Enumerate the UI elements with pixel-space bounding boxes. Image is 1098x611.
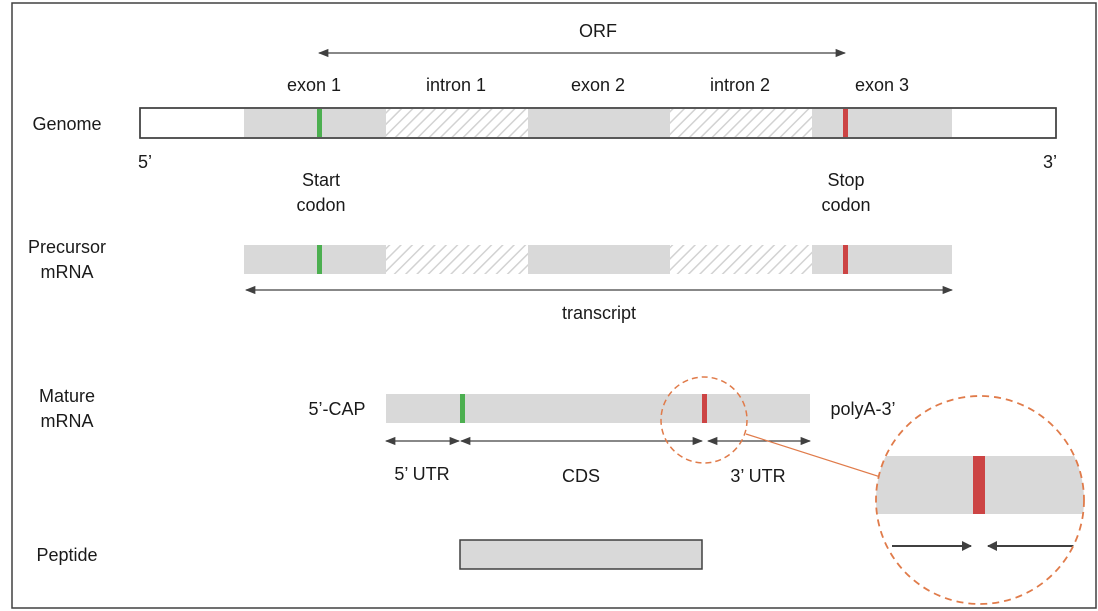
genome-exon-2 [528,109,670,137]
orf-label: ORF [579,21,617,41]
exon-2-label: exon 2 [571,75,625,95]
precursor-intron-1 [386,245,528,274]
zoom-circle-outline [875,395,1085,605]
mature-start-codon [460,394,465,423]
genome-intron-1 [386,109,528,137]
genome-intron-2 [670,109,812,137]
intron-2-label: intron 2 [710,75,770,95]
zoom-stop-codon [973,456,985,514]
utr3-label: 3’ UTR [730,466,785,486]
genome-stop-codon [843,109,848,137]
mature-track [386,394,810,423]
start-codon-label-line1: Start [302,170,340,190]
peptide-bar [459,539,703,570]
mature-row-label-line2: mRNA [41,411,94,431]
exon-1-label: exon 1 [287,75,341,95]
precursor-start-codon [317,245,322,274]
cap-label: 5’-CAP [308,399,365,419]
stop-codon-zoom-inset [875,395,1085,605]
start-codon-label-line2: codon [296,195,345,215]
precursor-track [244,245,952,274]
precursor-row-label-line1: Precursor [28,237,106,257]
precursor-exon-3 [812,245,952,274]
peptide-row-label: Peptide [36,545,97,565]
three-prime-label: 3’ [1043,152,1057,172]
polya-label: polyA-3’ [830,399,895,419]
precursor-exon-2 [528,245,670,274]
precursor-intron-2 [670,245,812,274]
genome-exon-1 [244,109,386,137]
mature-stop-codon [702,394,707,423]
genome-track [139,107,1057,139]
precursor-exon-1 [244,245,386,274]
intron-1-label: intron 1 [426,75,486,95]
genome-exon-3 [812,109,952,137]
mature-mrna-bar [386,394,810,423]
genome-start-codon [317,109,322,137]
figure-frame [11,2,1097,609]
genome-row-label: Genome [32,114,101,134]
stop-codon-highlight-circle [660,376,748,464]
utr5-label: 5’ UTR [394,464,449,484]
cds-label: CDS [562,466,600,486]
precursor-row-label-line2: mRNA [41,262,94,282]
precursor-stop-codon [843,245,848,274]
transcript-label: transcript [562,303,636,323]
genome-outline-top [139,107,1057,139]
exon-3-label: exon 3 [855,75,909,95]
five-prime-label: 5’ [138,152,152,172]
zoom-connector-line [745,433,891,481]
stop-codon-label-line1: Stop [827,170,864,190]
stop-codon-label-line2: codon [821,195,870,215]
mature-row-label-line1: Mature [39,386,95,406]
orf-span: ORF [317,21,847,58]
